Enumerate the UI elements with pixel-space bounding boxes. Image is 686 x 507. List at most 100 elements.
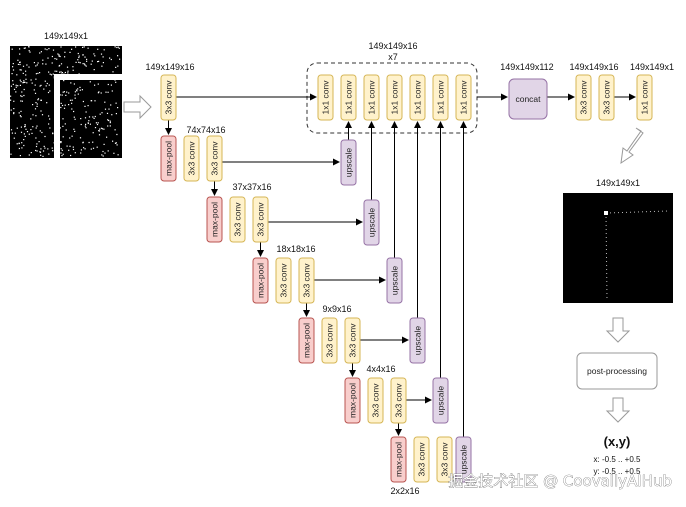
level1-size-label: 74x74x16 — [186, 125, 225, 135]
conv-l5-b-node: 3x3 conv — [390, 377, 407, 424]
input-image — [10, 46, 122, 158]
conv-l5-b-label: 3x3 conv — [394, 383, 404, 418]
maxpool-l3-label: max-pool — [256, 263, 266, 298]
conv-l1-b-node: 3x3 conv — [206, 135, 223, 182]
upscale-l5-node: upscale — [432, 377, 449, 424]
conv-post-1-node: 3x3 conv — [575, 74, 592, 121]
conv1x1-3-label: 1x1 conv — [367, 80, 377, 115]
level4-size-label: 9x9x16 — [322, 304, 351, 314]
conv-l4-b-label: 3x3 conv — [348, 323, 358, 358]
conv1x1-6-label: 1x1 conv — [436, 80, 446, 115]
conv-l5-a-label: 3x3 conv — [371, 383, 381, 418]
conv-l6-a-node: 3x3 conv — [413, 436, 430, 483]
conv-post-2-label: 3x3 conv — [602, 80, 612, 115]
conv-l6-b-node: 3x3 conv — [436, 436, 453, 483]
maxpool-l4-node: max-pool — [298, 317, 315, 364]
conv1x1-2-node: 1x1 conv — [340, 74, 357, 121]
conv-l2-b-node: 3x3 conv — [252, 196, 269, 243]
conv1x1-7-label: 1x1 conv — [459, 80, 469, 115]
output-size-label: 149x149x1 — [630, 62, 674, 72]
conv1x1-3-node: 1x1 conv — [363, 74, 380, 121]
conv1x1-4-node: 1x1 conv — [386, 74, 403, 121]
conv1x1-6-node: 1x1 conv — [432, 74, 449, 121]
maxpool-l5-node: max-pool — [344, 377, 361, 424]
conv1x1-group — [306, 62, 478, 134]
upscale-l5-label: upscale — [436, 386, 446, 416]
to-postprocessing-arrow-icon — [605, 317, 631, 343]
input-size-label: 149x149x1 — [44, 31, 88, 41]
conv-l1-a-label: 3x3 conv — [187, 141, 197, 176]
watermark-text: 掘金技术社区 @ CoovallyAIHub — [448, 472, 672, 490]
input-arrow-icon — [123, 94, 152, 120]
conv1x1-5-label: 1x1 conv — [413, 80, 423, 115]
upscale-l6-label: upscale — [459, 445, 469, 475]
upscale-l4-node: upscale — [409, 317, 426, 364]
result-xy-label: (x,y) — [604, 434, 631, 449]
maxpool-l4-label: max-pool — [302, 323, 312, 358]
maxpool-l6-node: max-pool — [390, 436, 407, 483]
conv-l4-a-label: 3x3 conv — [325, 323, 335, 358]
conv-out-label: 1x1 conv — [640, 80, 650, 115]
conv-l0-label: 3x3 conv — [164, 80, 174, 115]
concat-label: concat — [515, 94, 541, 104]
group-size-label: 149x149x16 — [368, 41, 417, 51]
conv1x1-4-label: 1x1 conv — [390, 80, 400, 115]
group-repeat-label: x7 — [388, 52, 398, 62]
upscale-l3-label: upscale — [390, 266, 400, 296]
conv-l1-a-node: 3x3 conv — [183, 135, 200, 182]
conv-l4-a-node: 3x3 conv — [321, 317, 338, 364]
conv-l3-a-node: 3x3 conv — [275, 257, 292, 304]
conv-l4-b-node: 3x3 conv — [344, 317, 361, 364]
post-conv-size-label: 149x149x16 — [569, 62, 618, 72]
conv-l6-b-label: 3x3 conv — [440, 442, 450, 477]
level3-size-label: 18x18x16 — [276, 244, 315, 254]
conv-l3-b-node: 3x3 conv — [298, 257, 315, 304]
conv1x1-7-node: 1x1 conv — [455, 74, 472, 121]
maxpool-l2-node: max-pool — [206, 196, 223, 243]
conv1x1-2-label: 1x1 conv — [344, 80, 354, 115]
maxpool-l1-label: max-pool — [164, 141, 174, 176]
conv1x1-1-node: 1x1 conv — [317, 74, 334, 121]
maxpool-l1-node: max-pool — [160, 135, 177, 182]
conv-l6-a-label: 3x3 conv — [417, 442, 427, 477]
conv-post-2-node: 3x3 conv — [598, 74, 615, 121]
upscale-l6-node: upscale — [455, 436, 472, 483]
upscale-l1-node: upscale — [340, 139, 357, 186]
postprocessing-label: post-processing — [587, 366, 647, 376]
conv-l2-a-label: 3x3 conv — [233, 202, 243, 237]
concat-size-label: 149x149x112 — [500, 62, 553, 72]
level2-size-label: 37x37x16 — [232, 182, 271, 192]
upscale-l2-node: upscale — [363, 199, 380, 246]
y-range-label: y: -0.5 .. +0.5 — [594, 467, 641, 476]
to-result-arrow-icon — [605, 397, 631, 423]
conv-l3-b-label: 3x3 conv — [302, 263, 312, 298]
upscale-l1-label: upscale — [344, 148, 354, 178]
conv-l3-a-label: 3x3 conv — [279, 263, 289, 298]
maxpool-l6-label: max-pool — [394, 442, 404, 477]
conv-post-1-label: 3x3 conv — [579, 80, 589, 115]
conv-l0-node: 3x3 conv — [160, 74, 177, 121]
level5-size-label: 4x4x16 — [366, 364, 395, 374]
upscale-l3-node: upscale — [386, 257, 403, 304]
postprocessing-node: post-processing — [576, 352, 658, 390]
level6-size-label: 2x2x16 — [390, 486, 419, 496]
heatmap-size-label: 149x149x1 — [596, 178, 640, 188]
to-heatmap-arrow-icon — [620, 127, 644, 165]
conv1x1-5-node: 1x1 conv — [409, 74, 426, 121]
conv-out-node: 1x1 conv — [636, 74, 653, 121]
concat-node: concat — [508, 78, 548, 120]
upscale-l2-label: upscale — [367, 208, 377, 238]
upscale-l4-label: upscale — [413, 326, 423, 356]
maxpool-l3-node: max-pool — [252, 257, 269, 304]
x-range-label: x: -0.5 .. +0.5 — [594, 455, 641, 464]
output-heatmap — [563, 193, 673, 303]
maxpool-l2-label: max-pool — [210, 202, 220, 237]
conv-l1-b-label: 3x3 conv — [210, 141, 220, 176]
conv-l2-a-node: 3x3 conv — [229, 196, 246, 243]
conv-l5-a-node: 3x3 conv — [367, 377, 384, 424]
maxpool-l5-label: max-pool — [348, 383, 358, 418]
level0-size-label: 149x149x16 — [145, 62, 194, 72]
conv1x1-1-label: 1x1 conv — [321, 80, 331, 115]
conv-l2-b-label: 3x3 conv — [256, 202, 266, 237]
